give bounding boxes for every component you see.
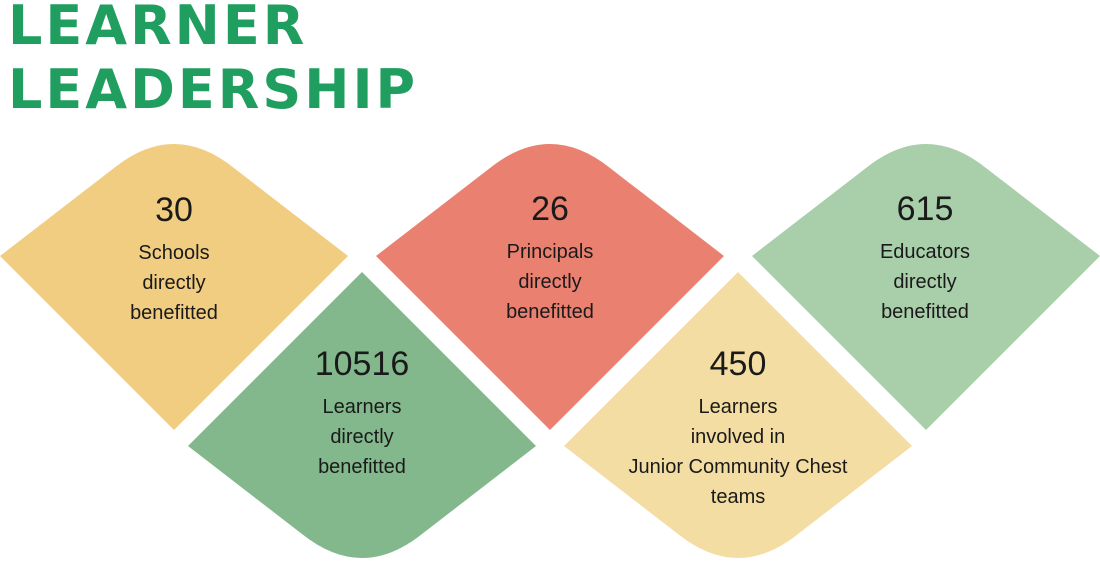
page-title: LEARNER LEADERSHIP xyxy=(8,0,418,122)
principals-shape xyxy=(376,144,724,430)
title-line-1: LEARNER xyxy=(8,0,308,57)
title-line-2: LEADERSHIP xyxy=(8,58,419,121)
principals-value: 26 xyxy=(531,190,569,228)
schools-value: 30 xyxy=(155,191,193,229)
learners-stat: 10516 Learners directly benefitted xyxy=(252,344,472,482)
principals-stat: 26 Principals directly benefitted xyxy=(440,189,660,327)
chest-label: Learners involved in Junior Community Ch… xyxy=(628,396,848,508)
educators-stat: 615 Educators directly benefitted xyxy=(815,189,1035,327)
principals-label: Principals directly benefitted xyxy=(506,241,594,323)
learners-shape xyxy=(188,272,536,558)
learners-label: Learners directly benefitted xyxy=(318,396,406,478)
learners-value: 10516 xyxy=(314,345,410,383)
schools-stat: 30 Schools directly benefitted xyxy=(64,190,284,328)
educators-label: Educators directly benefitted xyxy=(879,241,971,323)
chest-stat: 450 Learners involved in Junior Communit… xyxy=(598,344,878,512)
chest-shape xyxy=(564,272,912,558)
educators-shape xyxy=(752,144,1100,430)
schools-shape xyxy=(0,144,348,430)
educators-value: 615 xyxy=(896,190,954,228)
chest-value: 450 xyxy=(709,345,767,383)
schools-label: Schools directly benefitted xyxy=(130,242,218,324)
